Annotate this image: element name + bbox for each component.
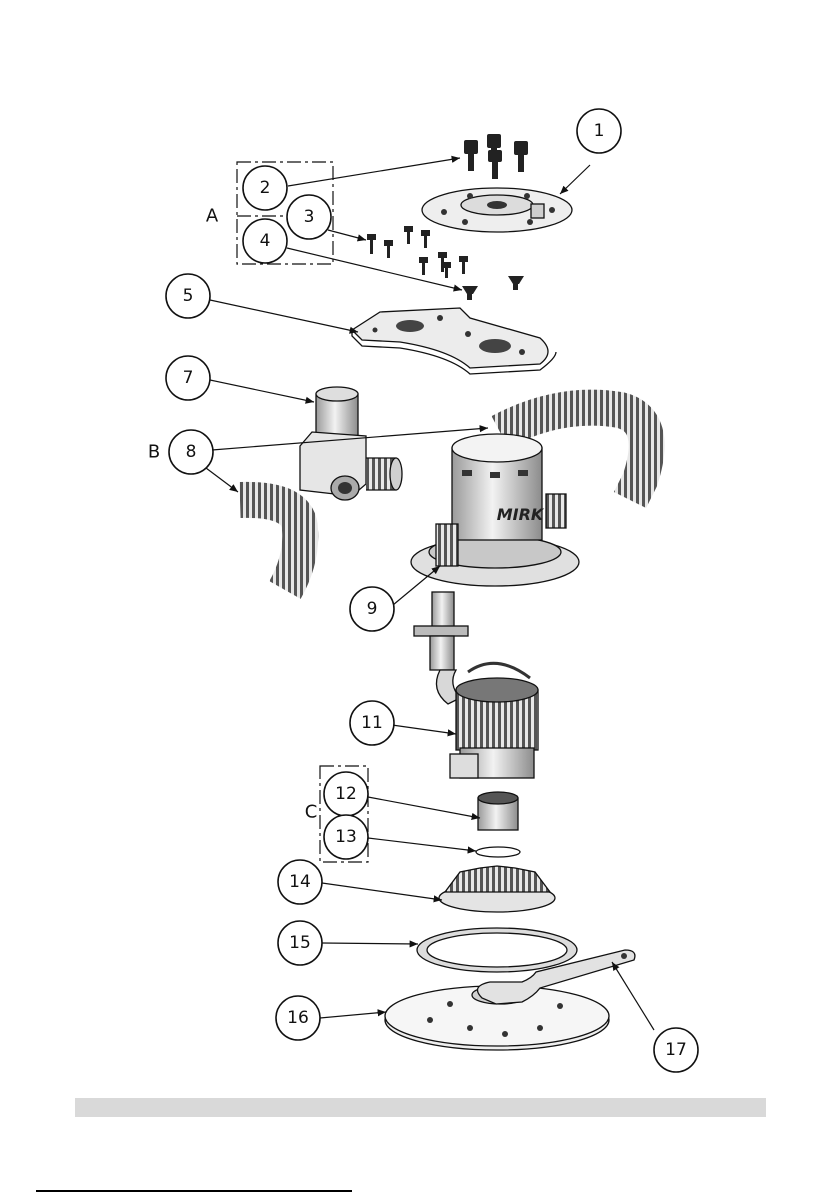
svg-text:13: 13 — [335, 827, 357, 847]
svg-text:12: 12 — [335, 784, 357, 804]
part-fan — [439, 866, 555, 912]
group-label-b: B — [148, 442, 160, 463]
svg-text:4: 4 — [260, 231, 271, 251]
part-motor-housing: MIRK — [411, 434, 579, 586]
svg-text:2: 2 — [260, 178, 271, 198]
callout-1: 1 — [577, 109, 621, 153]
leader-lines — [198, 158, 654, 1030]
callout-8: 8 — [169, 430, 213, 474]
svg-text:17: 17 — [665, 1040, 687, 1060]
callout-5: 5 — [166, 274, 210, 318]
part-valve — [300, 387, 402, 500]
callout-3: 3 — [287, 195, 331, 239]
svg-text:3: 3 — [304, 207, 315, 227]
part-hose-left — [240, 500, 300, 590]
part-small-screws — [367, 226, 524, 300]
part-motor — [450, 663, 538, 778]
callout-16: 16 — [276, 996, 320, 1040]
group-label-a: A — [206, 206, 219, 227]
part-top-plate — [422, 188, 572, 232]
callout-12: 12 — [324, 772, 368, 816]
callout-7: 7 — [166, 356, 210, 400]
svg-text:7: 7 — [183, 368, 194, 388]
svg-text:16: 16 — [287, 1008, 309, 1028]
callout-17: 17 — [654, 1028, 698, 1072]
svg-text:1: 1 — [594, 121, 605, 141]
part-bearing — [478, 792, 518, 830]
svg-text:8: 8 — [186, 442, 197, 462]
svg-text:5: 5 — [183, 286, 194, 306]
callout-2: 2 — [243, 166, 287, 210]
brand-label: MIRK — [497, 505, 545, 524]
group-label-c: C — [305, 802, 318, 823]
callout-9: 9 — [350, 587, 394, 631]
callout-14: 14 — [278, 860, 322, 904]
callout-13: 13 — [324, 815, 368, 859]
part-gasket — [417, 928, 577, 972]
callout-11: 11 — [350, 701, 394, 745]
part-bracket — [352, 308, 556, 374]
svg-text:11: 11 — [361, 713, 383, 733]
svg-text:9: 9 — [367, 599, 378, 619]
callout-15: 15 — [278, 921, 322, 965]
svg-text:15: 15 — [289, 933, 311, 953]
caption-bar — [75, 1098, 766, 1117]
part-ring — [476, 847, 520, 857]
callout-4: 4 — [243, 219, 287, 263]
svg-text:14: 14 — [289, 872, 311, 892]
part-top-screws — [464, 134, 528, 179]
